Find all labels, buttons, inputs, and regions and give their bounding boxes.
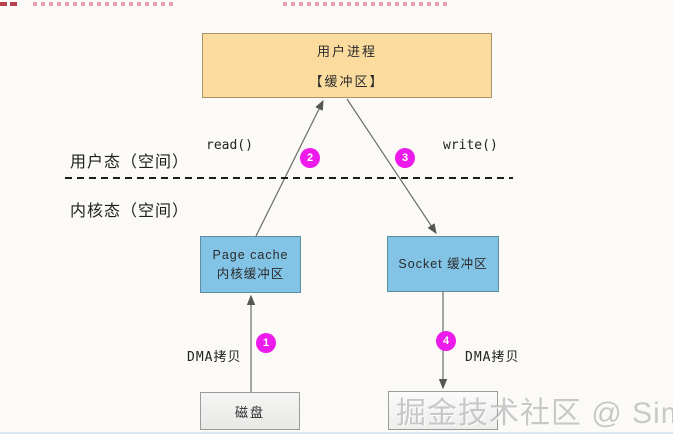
disk-box: 磁盘 [200,392,300,430]
user-space-label: 用户态（空间） [70,154,190,171]
top-dots-pink-right [283,2,449,6]
user-process-title: 用户进程 [316,44,377,59]
page-cache-line2: 内核缓冲区 [216,266,285,281]
socket-buffer-label: Socket 缓冲区 [398,256,488,271]
bottom-right-box [388,391,498,430]
page-cache-box: Page cache 内核缓冲区 [200,236,301,293]
watermark-text: 掘金技术社区 @ SimonKing [396,397,673,430]
dma-copy-label-right: DMA拷贝 [465,350,520,365]
user-process-buffer-label: 【缓冲区】 [309,74,385,89]
write-syscall-label: write() [443,138,498,153]
step-badge-4: 4 [436,331,456,351]
page-cache-line1: Page cache [212,247,289,262]
bottom-divider [0,432,673,438]
user-kernel-boundary-line [65,177,513,179]
user-process-box: 用户进程 【缓冲区】 [202,33,492,98]
dma-copy-label-left: DMA拷贝 [187,350,242,365]
top-dots-pink-left [33,2,176,6]
arrow-pagecache-to-userprocess [255,99,324,237]
socket-buffer-box: Socket 缓冲区 [387,236,499,292]
kernel-space-label: 内核态（空间） [70,203,190,220]
arrow-userprocess-to-socket [346,98,437,234]
step-badge-1: 1 [256,333,276,353]
read-syscall-label: read() [206,138,253,153]
disk-label: 磁盘 [234,404,265,420]
top-dashes-red [0,2,17,6]
step-badge-2: 2 [300,148,320,168]
step-badge-3: 3 [395,148,415,168]
